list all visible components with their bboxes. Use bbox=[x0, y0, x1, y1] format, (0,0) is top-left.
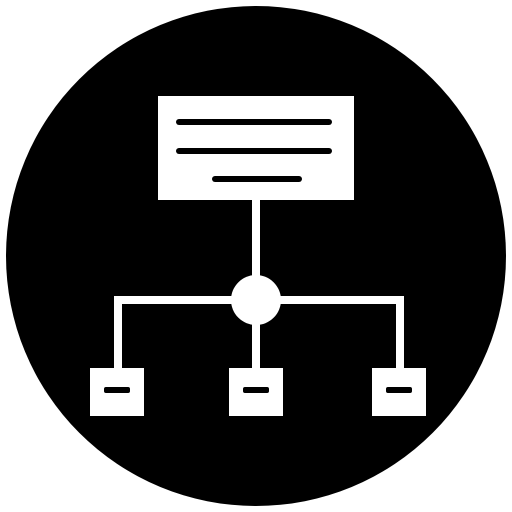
child-node-right-line bbox=[386, 387, 412, 393]
child-node-left-line bbox=[104, 387, 130, 393]
child-node-center-line bbox=[243, 387, 269, 393]
connector-top bbox=[252, 200, 260, 278]
connector-center-drop bbox=[252, 300, 260, 370]
hub-node bbox=[231, 275, 281, 325]
top-node-line-1 bbox=[176, 119, 332, 125]
top-node-line-2 bbox=[176, 148, 332, 154]
connector-left-drop bbox=[114, 296, 122, 370]
top-node-line-3 bbox=[212, 176, 302, 182]
connector-right-drop bbox=[396, 296, 404, 370]
